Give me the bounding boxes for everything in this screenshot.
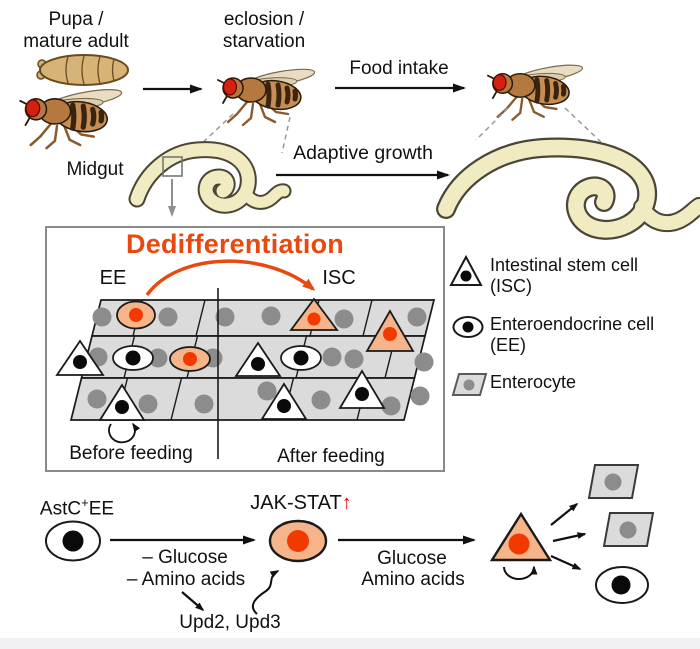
starved-fly-illustration [218,66,316,125]
astc-ee-cell [45,520,101,562]
small-midgut-illustration [128,141,292,214]
adaptive-growth-label: Adaptive growth [293,142,433,164]
astc-suffix: EE [88,498,115,520]
enterocyte-nuclei [87,306,434,416]
jakstat-text: JAK-STAT [250,492,342,514]
isc-cell-orange-right [365,309,415,352]
zoom-square [162,156,183,177]
ee-label: EE [99,267,127,289]
food-intake-label: Food intake [349,58,449,79]
astc-ee-label: AstC+EE [40,495,114,521]
jakstat-label: JAK-STAT↑ [250,492,351,516]
enterocyte-output-2 [602,512,655,547]
isc-cell-white-left [55,339,105,376]
upd-signaling-squiggle-arrow [251,570,280,615]
minus-glucose-label: – Glucose [142,547,228,568]
isc-cell-orange-row1 [289,297,339,331]
enterocyte-output-1 [587,464,640,499]
legend-ee-label: Enteroendocrine cell (EE) [490,314,655,356]
isc-cell-white-row3a [260,382,308,420]
ee-cell-white-row2 [112,345,154,371]
upd-induction-arrow [181,591,205,611]
legend-enterocyte-label: Enterocyte [490,372,577,392]
isc-label: ISC [322,267,356,289]
self-renewal-loop [108,422,141,444]
enterocyte-parallelogram-icon [451,373,488,396]
before-feeding-label: Before feeding [69,443,193,464]
pupa-illustration [36,54,129,86]
adult-fly-illustration [20,86,122,148]
glucose-label: Glucose [377,548,447,569]
amino-acids-label: Amino acids [361,569,465,590]
isc-triangle-icon [449,254,483,286]
fed-fly-illustration [488,62,584,120]
ee-cell-white-after [280,345,322,371]
page-bottom-band [0,638,700,649]
after-feeding-label: After feeding [277,446,385,467]
dedifferentiated-isc-cell [489,511,553,562]
isc-cell-white-row3b [338,369,386,409]
astc-prefix: AstC [39,498,82,520]
isc-self-renewal-loop [503,565,538,580]
ee-cell-orange-row2 [169,346,211,372]
large-midgut-illustration [436,137,700,240]
upd2-upd3-label: Upd2, Upd3 [179,612,281,633]
ee-cell-orange-row1 [116,300,156,330]
dashed-connectors [194,107,602,154]
jakstat-active-ee-cell [268,519,328,563]
midgut-label: Midgut [66,159,124,180]
panel-title: Dedifferentiation [126,229,344,259]
astc-plus-superscript: + [81,495,89,510]
ee-output-cell [595,566,649,604]
eclosion-stage-label: eclosion / starvation [222,9,306,53]
isc-cell-white-row2-after [234,341,282,377]
ee-ellipse-icon [452,316,484,338]
pupa-stage-label: Pupa / mature adult [23,9,129,53]
isc-cell-white-row3-before [98,383,146,444]
jakstat-up-arrow-icon: ↑ [341,492,352,514]
legend-isc-label: Intestinal stem cell (ISC) [490,255,639,297]
differentiation-arrows [550,503,587,571]
minus-amino-acids-label: – Amino acids [126,569,246,590]
dedifferentiation-arrow [145,259,316,297]
